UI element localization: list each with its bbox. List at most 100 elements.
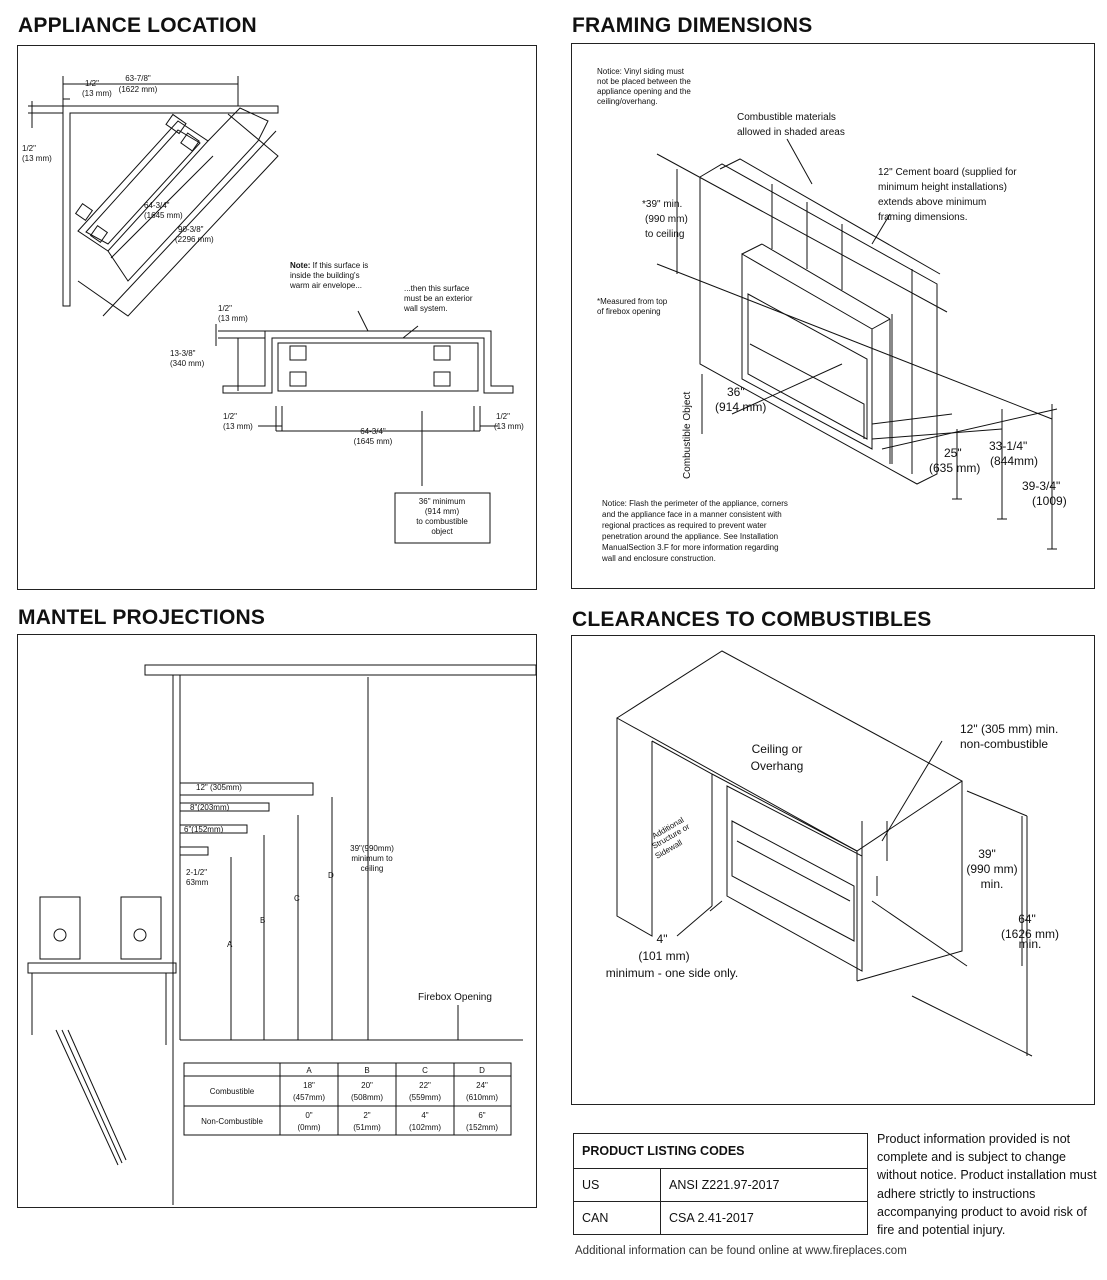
dim-13-mm-label: (340 mm) (170, 359, 205, 368)
combustible-object-label: Combustible Object (682, 392, 693, 479)
box-line3: to combustible (416, 517, 468, 526)
flash-line6: wall and enclosure construction. (601, 554, 716, 563)
dim-39-label: 39-3/4" (1022, 479, 1060, 493)
firebox-opening-label: Firebox Opening (418, 992, 492, 1003)
dim-half-c-mm-label: (13 mm) (494, 422, 524, 431)
dim-half-c-label: 1/2" (496, 412, 510, 421)
combustible-line2: allowed in shaded areas (737, 127, 845, 138)
cement-line4: framing dimensions. (878, 212, 967, 223)
then-line1: ...then this surface (404, 284, 470, 293)
listing-country: US (573, 1168, 661, 1202)
listing-code: CSA 2.41-2017 (660, 1201, 868, 1235)
listing-code: ANSI Z221.97-2017 (660, 1168, 868, 1202)
dim-half-b-label: 1/2" (223, 412, 237, 421)
cell-noncomb-c: 4" (421, 1111, 428, 1120)
dim-33-label: 33-1/4" (989, 439, 1027, 453)
measured-line1: *Measured from top (597, 297, 668, 306)
vinyl-line2: not be placed between the (597, 77, 691, 86)
ceiling-line1: Ceiling or (752, 742, 803, 756)
dim-4-line3: minimum - one side only. (606, 966, 739, 980)
flash-line3: regional practices as required to preven… (602, 521, 767, 530)
appliance-location-title: APPLIANCE LOCATION (18, 14, 257, 37)
cell-comb-a: 18" (303, 1081, 315, 1090)
cell-comb-a-mm: (457mm) (293, 1093, 325, 1102)
min-ceiling-line2: minimum to (351, 854, 393, 863)
dim-64-mm-label: (1645 mm) (144, 211, 183, 220)
cell-comb-d: 24" (476, 1081, 488, 1090)
dim-12-line1: 12" (305 mm) min. (960, 722, 1058, 736)
label-a: A (227, 940, 233, 949)
dim-4-line1: 4" (657, 932, 668, 946)
vinyl-line1: Notice: Vinyl siding must (597, 67, 685, 76)
measured-line2: of firebox opening (597, 307, 661, 316)
dim-90-mm-label: (2296 mm) (175, 235, 214, 244)
listing-row: CAN CSA 2.41-2017 (573, 1201, 868, 1235)
product-listing-table: PRODUCT LISTING CODES US ANSI Z221.97-20… (573, 1133, 868, 1235)
dim-39-mm-label: (1009) (1032, 494, 1067, 508)
table-header-b: B (364, 1066, 369, 1075)
cell-comb-b: 20" (361, 1081, 373, 1090)
clearances-diagram: Ceiling or Overhang 12" (305 mm) min. no… (606, 650, 1059, 1057)
flash-line5: ManualSection 3.F for more information r… (602, 543, 779, 552)
table-header-c: C (422, 1066, 428, 1075)
min39-line3: to ceiling (645, 229, 684, 240)
svg-text:Note: If this surface is: Note: If this surface is (290, 261, 368, 270)
dim-63-label: 63-7/8" (125, 74, 151, 83)
min-ceiling-line3: ceiling (361, 864, 384, 873)
dim-13-label: 13-3/8" (170, 349, 196, 358)
dim-64-line2: (1626 mm) (1001, 927, 1059, 941)
mantel-projections-panel: 12" (305mm) 8"(203mm) 6"(152mm) 2-1/2" 6… (17, 634, 537, 1208)
clearances-title: CLEARANCES TO COMBUSTIBLES (572, 608, 932, 631)
then-line3: wall system. (403, 304, 448, 313)
label-d: D (328, 871, 334, 880)
proj-2a-label: 2-1/2" (186, 868, 207, 877)
framing-dimensions-title: FRAMING DIMENSIONS (572, 14, 813, 37)
dim-64b-mm-label: (1645 mm) (354, 437, 393, 446)
proj-6-label: 6"(152mm) (184, 825, 224, 834)
dim-25-mm-label: (635 mm) (929, 461, 980, 475)
ceiling-line2: Overhang (751, 759, 804, 773)
clearances-panel: Ceiling or Overhang 12" (305 mm) min. no… (571, 635, 1095, 1105)
listing-header-row: PRODUCT LISTING CODES (573, 1133, 868, 1169)
listing-row: US ANSI Z221.97-2017 (573, 1168, 868, 1202)
cell-noncomb-b: 2" (363, 1111, 370, 1120)
cement-line1: 12" Cement board (supplied for (878, 167, 1017, 178)
product-disclaimer: Product information provided is not comp… (877, 1132, 1097, 1238)
flash-line4: penetration around the appliance. See In… (602, 532, 778, 541)
cell-noncomb-a-mm: (0mm) (297, 1123, 320, 1132)
dim-64-line3: min. (1019, 937, 1042, 951)
framing-dimensions-panel: Notice: Vinyl siding must not be placed … (571, 43, 1095, 589)
cell-noncomb-c-mm: (102mm) (409, 1123, 441, 1132)
proj-2b-label: 63mm (186, 878, 209, 887)
appliance-location-diagram: 63-7/8" (1622 mm) 1/2" (13 mm) 1/2" (13 … (22, 74, 524, 544)
note-line2: inside the building's (290, 271, 360, 280)
vinyl-line3: appliance opening and the (597, 87, 691, 96)
note-bold: Note: (290, 261, 310, 270)
dim-39-line2: (990 mm) (966, 862, 1017, 876)
label-b: B (260, 916, 265, 925)
cell-noncomb-a: 0" (305, 1111, 312, 1120)
flash-line2: and the appliance face in a manner consi… (602, 510, 782, 519)
dim-half-left-mm-label: (13 mm) (22, 154, 52, 163)
cement-line2: minimum height installations) (878, 182, 1007, 193)
cell-comb-b-mm: (508mm) (351, 1093, 383, 1102)
vinyl-line4: ceiling/overhang. (597, 97, 657, 106)
dim-33-mm-label: (844mm) (990, 454, 1038, 468)
min-ceiling-line1: 39"(990mm) (350, 844, 394, 853)
proj-12-label: 12" (305mm) (196, 783, 242, 792)
dim-36-label: 36" (727, 385, 745, 399)
flash-line1: Notice: Flash the perimeter of the appli… (602, 499, 788, 508)
appliance-location-panel: 63-7/8" (1622 mm) 1/2" (13 mm) 1/2" (13 … (17, 45, 537, 590)
dim-4-line2: (101 mm) (638, 949, 689, 963)
cell-noncomb-d-mm: (152mm) (466, 1123, 498, 1132)
box-line4: object (431, 527, 453, 536)
dim-90-label: 90-3/8" (178, 225, 204, 234)
listing-header: PRODUCT LISTING CODES (573, 1133, 868, 1169)
dim-half-a-mm-label: (13 mm) (218, 314, 248, 323)
dim-63-mm-label: (1622 mm) (119, 85, 158, 94)
row-noncombustible-label: Non-Combustible (201, 1117, 263, 1126)
cell-noncomb-d: 6" (478, 1111, 485, 1120)
proj-8-label: 8"(203mm) (190, 803, 230, 812)
cell-comb-c-mm: (559mm) (409, 1093, 441, 1102)
cell-comb-c: 22" (419, 1081, 431, 1090)
